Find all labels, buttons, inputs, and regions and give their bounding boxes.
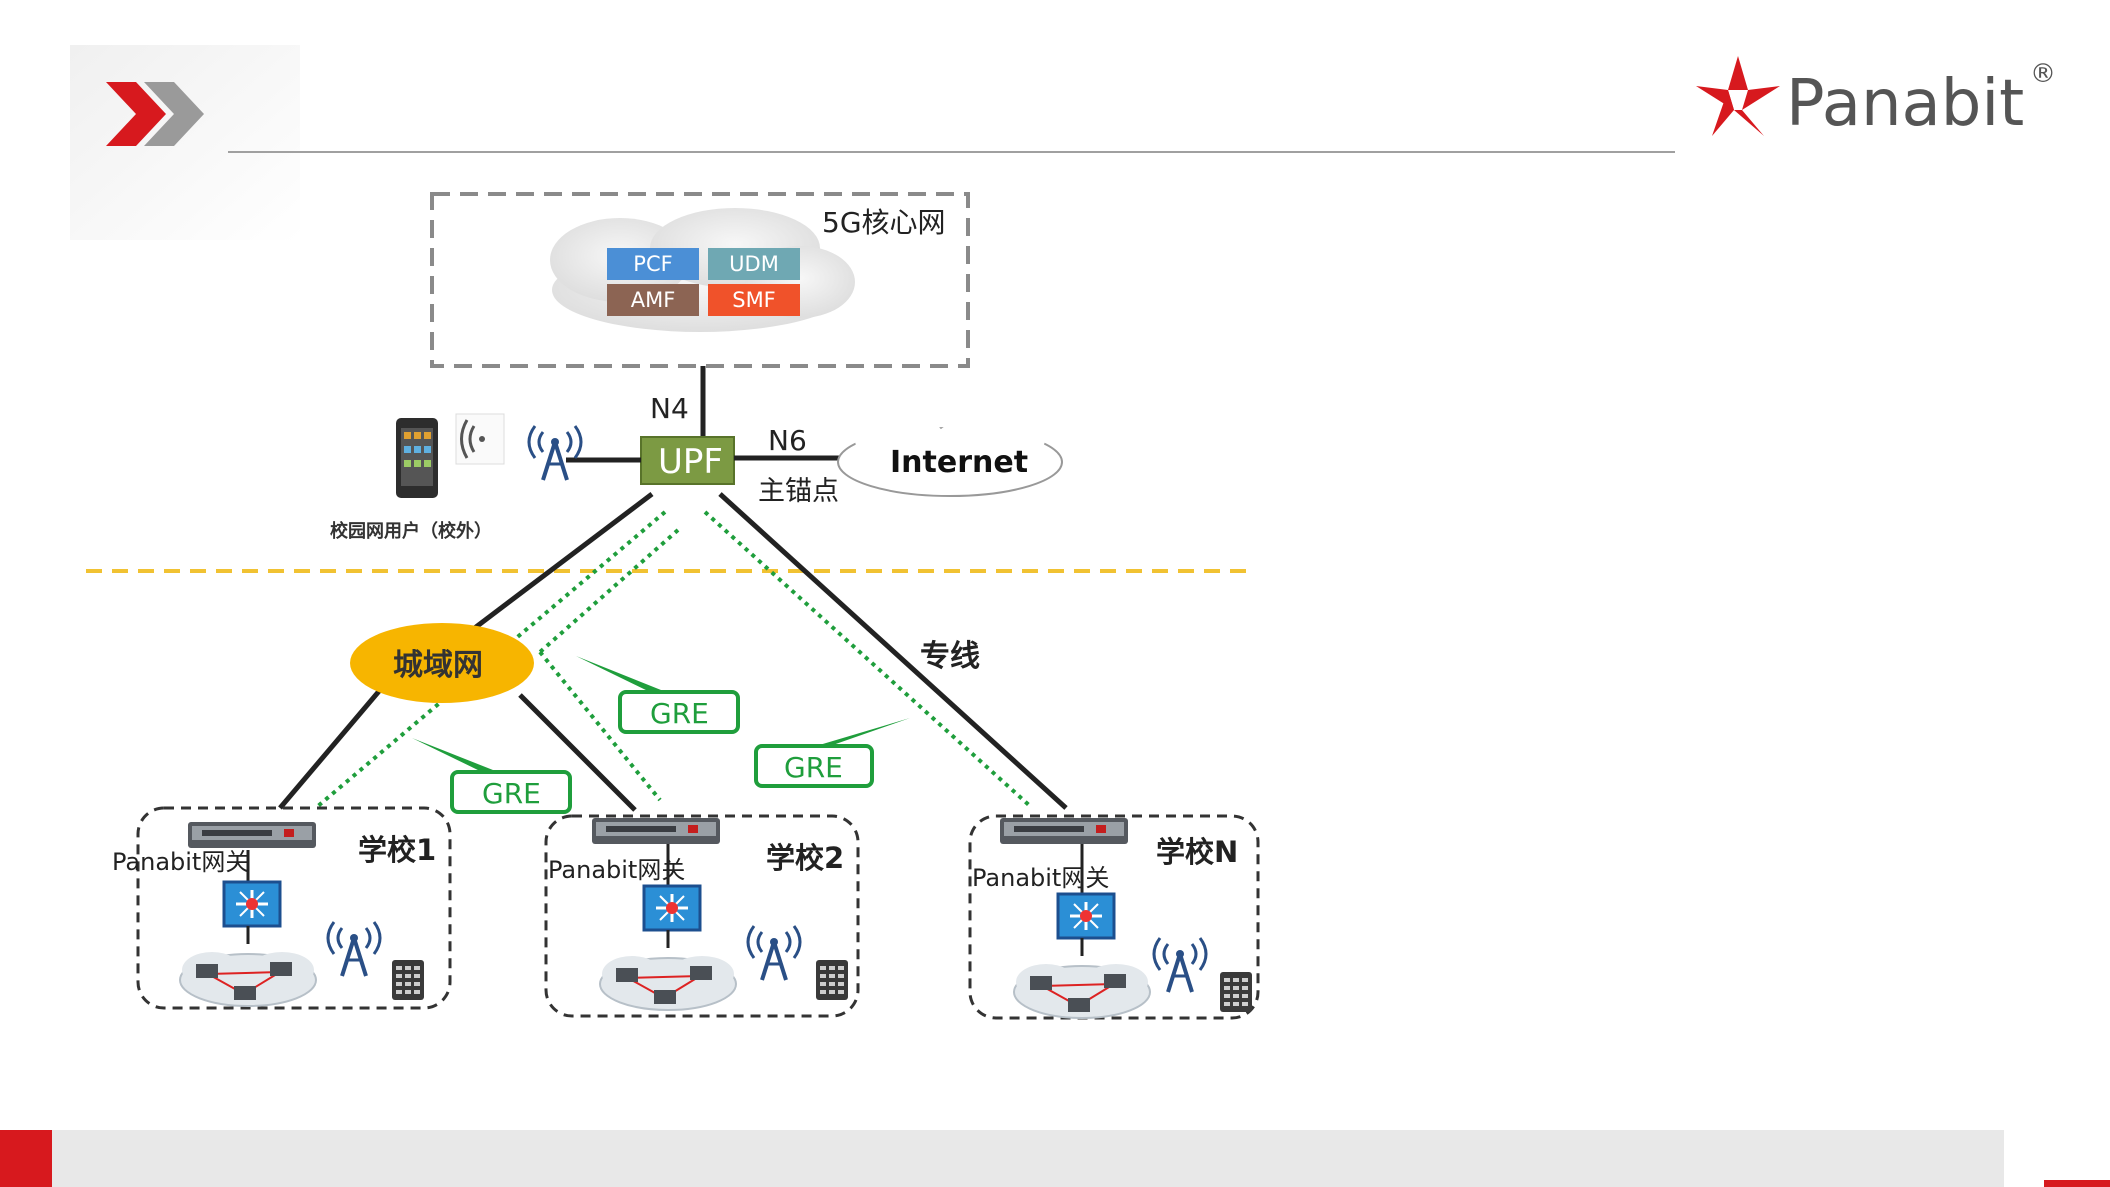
school-name: 学校N <box>1156 835 1238 869</box>
core-function-amf-tile <box>607 284 699 316</box>
core-function-pcf-label: PCF <box>633 252 672 276</box>
footer-right-accent <box>2044 1180 2110 1187</box>
core-function-udm-label: UDM <box>729 252 779 276</box>
header-shadow <box>70 45 300 240</box>
metro-network-label: 城域网 <box>393 648 483 683</box>
school-2-site: Panabit网关 学校2 <box>544 814 860 1018</box>
link-upf-metro <box>470 492 654 632</box>
core-function-udm-tile <box>708 248 800 280</box>
core-switch-icon <box>222 880 282 928</box>
gre-callout-2: GRE <box>412 738 572 814</box>
gateway-label: Panabit网关 <box>972 864 1109 892</box>
footer-accent <box>0 1130 52 1187</box>
chevron-icon <box>106 82 204 146</box>
gateway-label: Panabit网关 <box>112 848 249 876</box>
panabit-logo: Panabit ® <box>1696 56 2056 141</box>
lan-cloud-icon <box>599 955 737 1011</box>
base-station-icon <box>1152 936 1208 994</box>
dedicated-line-label: 专线 <box>920 639 980 674</box>
school-1-site: Panabit网关 学校1 <box>112 806 452 1010</box>
panabit-gateway-icon <box>1000 818 1128 844</box>
anchor-label: 主锚点 <box>758 476 839 507</box>
gre-tunnel-schoolN <box>703 510 1032 808</box>
internet-label: Internet <box>890 445 1028 480</box>
link-dedicated-line <box>718 492 1068 810</box>
gre-callout-1: GRE <box>576 656 740 734</box>
n4-label: N4 <box>650 392 689 425</box>
lan-cloud-icon <box>179 951 317 1007</box>
panabit-gateway-icon <box>188 822 316 848</box>
n6-label: N6 <box>768 424 807 457</box>
gre-tunnel-school2 <box>538 528 680 654</box>
upf-node <box>640 436 735 485</box>
core-function-smf-tile <box>708 284 800 316</box>
core-function-smf-label: SMF <box>732 288 776 312</box>
school-name: 学校1 <box>358 833 436 867</box>
svg-text:GRE: GRE <box>784 751 843 784</box>
link-metro-school1 <box>278 688 382 810</box>
terminal-icon <box>392 960 424 1000</box>
link-metro-school2 <box>518 693 637 812</box>
core-network-title: 5G核心网 <box>822 206 946 239</box>
internet-cloud <box>837 414 1063 497</box>
wireless-signal-icon <box>455 413 505 465</box>
core-function-pcf-tile <box>607 248 699 280</box>
smartphone-icon <box>396 418 438 498</box>
core-function-amf-label: AMF <box>631 288 676 312</box>
base-station-icon <box>326 920 382 978</box>
registered-mark: ® <box>2030 59 2056 89</box>
panabit-gateway-icon <box>592 818 720 844</box>
campus-user-label: 校园网用户（校外） <box>330 520 492 542</box>
core-cloud <box>550 208 855 332</box>
metro-network-node <box>350 623 534 703</box>
gateway-label: Panabit网关 <box>548 856 685 884</box>
base-station-icon <box>527 424 583 482</box>
base-station-icon <box>746 924 802 982</box>
upf-label: UPF <box>658 442 723 482</box>
school-n-site: Panabit网关 学校N <box>968 814 1260 1020</box>
logo-text: Panabit <box>1786 67 2024 141</box>
core-network-box <box>430 192 970 368</box>
terminal-icon <box>816 960 848 1000</box>
lan-cloud-icon <box>1013 963 1151 1019</box>
gre-callout-3: GRE <box>754 718 910 788</box>
core-switch-icon <box>1056 892 1116 940</box>
svg-text:GRE: GRE <box>650 697 709 730</box>
svg-text:GRE: GRE <box>482 777 541 810</box>
core-switch-icon <box>642 884 702 932</box>
school-name: 学校2 <box>766 841 844 875</box>
footer-bar <box>0 1130 2004 1187</box>
terminal-icon <box>1220 972 1252 1012</box>
